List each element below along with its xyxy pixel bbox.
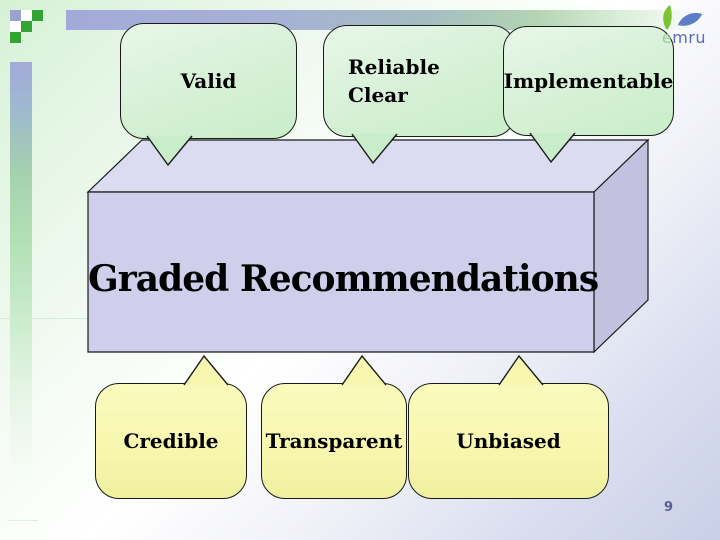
bubble-tail-down [529, 132, 576, 164]
bottom-divider-line [8, 520, 38, 521]
leaf-icon [663, 5, 702, 29]
bubble-label: Implementable [503, 69, 674, 93]
emru-logo: emru [646, 4, 712, 48]
box-front-face [87, 191, 595, 353]
bubble-label: Unbiased [456, 429, 561, 453]
bubble-tail-up [341, 354, 387, 386]
pixel-square [10, 10, 21, 21]
3d-box [86, 138, 650, 354]
bubble-tail-up [498, 354, 544, 386]
bubble-tail-down [146, 135, 193, 167]
pixel-square [21, 21, 32, 32]
bubble-tail-up [183, 354, 229, 386]
bubble-label: Transparent [265, 429, 403, 453]
pixel-square [10, 32, 21, 43]
bubble-transparent: Transparent [261, 354, 407, 499]
logo-text-rest: mru [672, 28, 706, 47]
bubble-label: Valid [180, 69, 237, 93]
bubble-reliable-clear: Reliable Clear [323, 25, 516, 165]
left-accent-bar [10, 62, 32, 512]
bubble-label: Clear [348, 83, 408, 107]
pixel-square [21, 10, 32, 21]
bubble-implementable: Implementable [503, 26, 674, 164]
bubble-unbiased: Unbiased [408, 354, 609, 499]
pixel-square [10, 21, 21, 32]
page-number: 9 [664, 500, 674, 515]
logo-text-prefix: e [661, 28, 673, 47]
bubble-label: Reliable [348, 55, 440, 79]
logo-text: emru [662, 28, 706, 47]
bubble-label: Credible [123, 429, 219, 453]
box-title: Graded Recommendations [88, 258, 599, 300]
left-divider-line [0, 318, 88, 319]
bubble-valid: Valid [120, 23, 297, 167]
bubble-credible: Credible [95, 354, 247, 499]
pixel-square [32, 10, 43, 21]
bubble-tail-down [351, 133, 398, 165]
